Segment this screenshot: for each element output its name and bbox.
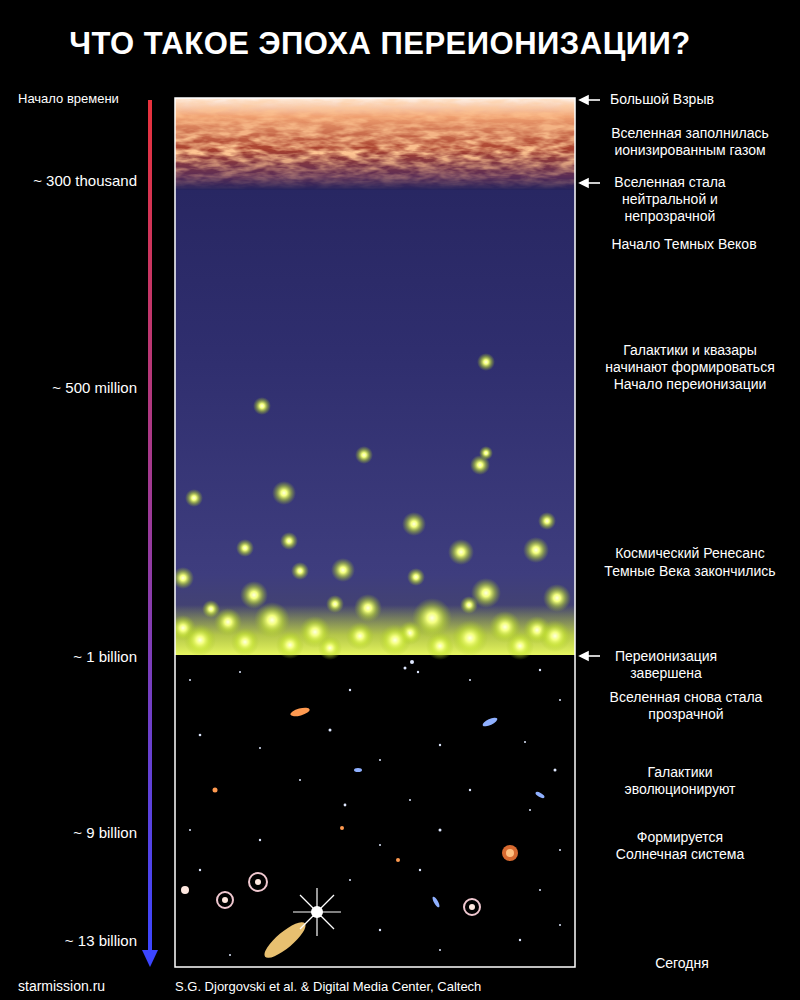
axis-label: ~ 1 billion	[73, 648, 137, 665]
event-label: Сегодня	[607, 955, 757, 972]
event-label: Вселенная стала нейтральной и непрозрачн…	[600, 174, 740, 225]
credit: starmission.ru	[18, 978, 105, 995]
event-label: Темные Века закончились	[590, 563, 790, 580]
event-label: Формируется Солнечная система	[610, 829, 750, 863]
event-label: Вселенная заполнилась ионизированным газ…	[590, 125, 790, 159]
event-label: Начало переионизации	[595, 376, 785, 393]
event-label: Космический Ренесанс	[590, 545, 790, 562]
axis-label: Начало времени	[18, 90, 119, 107]
event-label: Вселенная снова стала прозрачной	[601, 689, 771, 723]
event-label: Большой Взрыв	[610, 91, 714, 108]
axis-label: ~ 500 million	[52, 379, 137, 396]
axis-label: ~ 9 billion	[73, 824, 137, 841]
axis-label: ~ 13 billion	[65, 932, 137, 949]
axis-label: ~ 300 thousand	[33, 172, 137, 189]
event-label: Переионизация завершена	[604, 648, 728, 682]
event-label: Галактики и квазары начинают формировать…	[600, 342, 780, 376]
credit: S.G. Djorgovski et al. & Digital Media C…	[175, 978, 481, 995]
event-label: Галактики эволюционируют	[615, 764, 745, 798]
event-label: Начало Темных Веков	[589, 236, 779, 253]
title: ЧТО ТАКОЕ ЭПОХА ПЕРЕИОНИЗАЦИИ?	[69, 26, 691, 62]
